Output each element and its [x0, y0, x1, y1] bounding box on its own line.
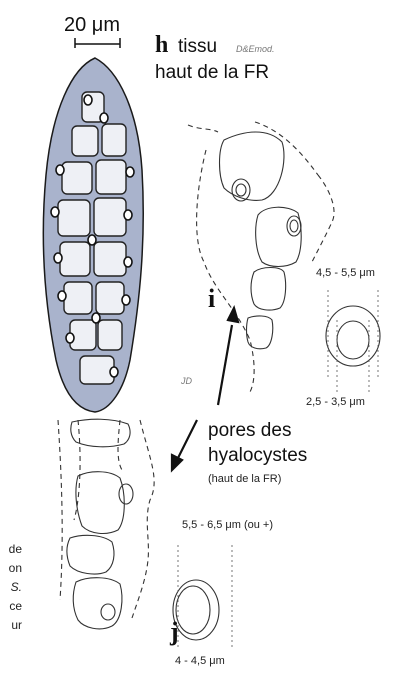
left-edge-line: on — [0, 559, 22, 578]
left-edge-line: ur — [0, 616, 22, 635]
left-edge-line: S. — [0, 578, 22, 597]
hyalocyst-drawing-j — [58, 419, 232, 650]
scale-bar — [75, 38, 120, 48]
pores-label-line3: (haut de la FR) — [208, 473, 281, 485]
panel-h-credit: D&Emod. — [236, 44, 275, 54]
panel-i-dim-top: 4,5 - 5,5 μm — [316, 267, 375, 279]
panel-i-dim-bottom: 2,5 - 3,5 μm — [306, 396, 365, 408]
left-edge-line: ce — [0, 597, 22, 616]
panel-i-credit: JD — [181, 376, 192, 386]
panel-j-dim-top: 5,5 - 6,5 μm (ou +) — [182, 519, 273, 531]
leaf-tissue-illustration — [43, 58, 143, 412]
panel-j-letter: j — [170, 617, 179, 647]
pores-label-line2: hyalocystes — [208, 445, 307, 467]
panel-h-title: tissu — [178, 36, 217, 58]
panel-h-letter: h — [155, 32, 168, 59]
pores-label-line1: pores des — [208, 420, 291, 442]
panel-h-subtitle: haut de la FR — [155, 62, 269, 84]
hyalocyst-drawing-i — [188, 122, 380, 392]
left-edge-text: de on S. ce ur — [0, 540, 22, 635]
left-edge-line: de — [0, 540, 22, 559]
panel-i-letter: i — [208, 284, 215, 314]
scale-bar-label: 20 μm — [64, 14, 120, 37]
panel-j-dim-bottom: 4 - 4,5 μm — [175, 655, 225, 667]
